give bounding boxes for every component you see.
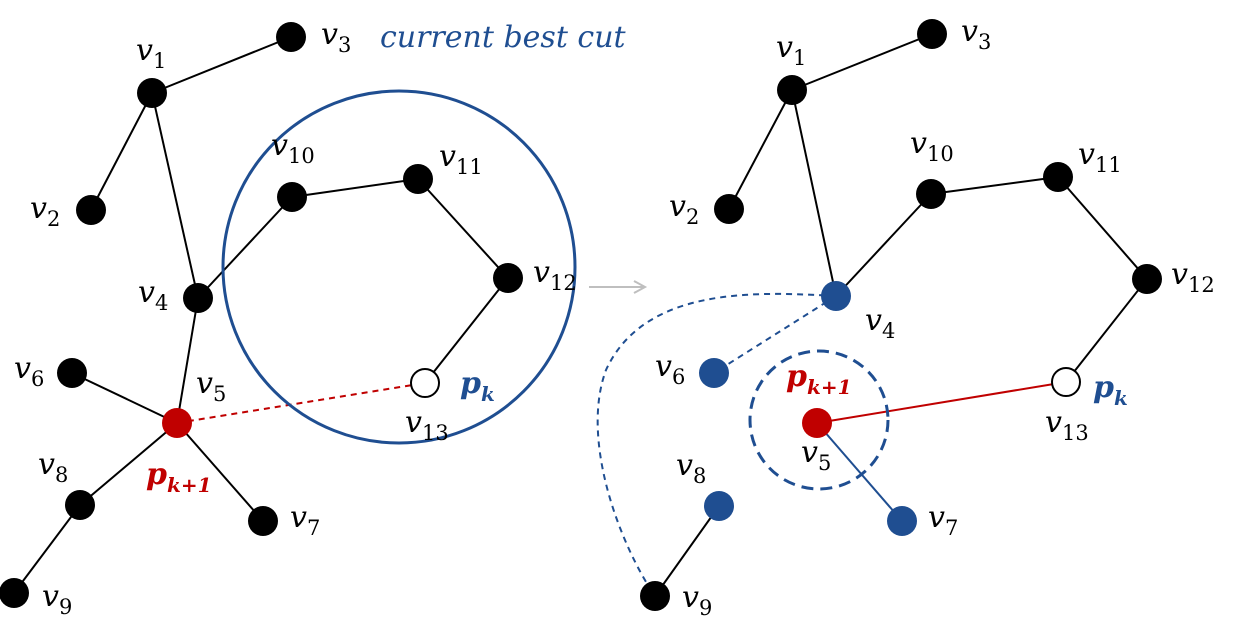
current-best-cut-circle: [221, 89, 577, 445]
current-best-cut-caption: current best cut: [380, 20, 627, 55]
candidate-cut-circle: [748, 349, 890, 491]
label-r-v8: v8: [676, 448, 706, 488]
label-v2: v2: [30, 191, 60, 231]
edge-v1-v4: [151, 92, 199, 299]
edge-v4-v5: [176, 297, 199, 424]
label-v7: v7: [290, 500, 320, 540]
label-v6: v6: [14, 351, 44, 391]
label-v4: v4: [138, 275, 168, 315]
label-v9: v9: [42, 579, 72, 619]
label-pk: pk: [460, 366, 495, 406]
node-r-v10: [916, 179, 946, 209]
label-r-v13: v13: [1045, 405, 1089, 445]
label-v11: v11: [439, 139, 483, 179]
edge-r-v11-v12: [1057, 176, 1148, 280]
label-v5: v5: [196, 366, 226, 406]
node-r-v6: [699, 358, 729, 388]
edge-r-v5-v13: [816, 381, 1067, 424]
label-r-v4: v4: [865, 303, 895, 343]
label-r-v5: v5: [801, 435, 831, 475]
node-v7: [248, 506, 278, 536]
node-v13: [410, 368, 440, 398]
label-r-v7: v7: [928, 500, 958, 540]
dashed-edge-v5-v13: [176, 382, 426, 424]
node-v10: [277, 182, 307, 212]
node-r-v11: [1043, 162, 1073, 192]
label-r-v10: v10: [910, 126, 954, 166]
edge-r-v10-v11: [930, 176, 1059, 195]
edge-r-v12-v13: [1065, 278, 1148, 383]
transition-arrow: [589, 280, 648, 294]
edge-r-v4-v10: [835, 193, 932, 297]
label-r-v3: v3: [961, 14, 991, 54]
label-v8: v8: [38, 447, 68, 487]
label-r-pk: pk: [1093, 370, 1128, 410]
node-r-v13: [1051, 367, 1081, 397]
label-v10: v10: [271, 128, 315, 168]
edge-r-v5-v7: [816, 422, 903, 522]
label-v1: v1: [136, 33, 166, 73]
node-v2: [76, 195, 106, 225]
node-v12: [493, 263, 523, 293]
edge-r-v8-v9: [654, 505, 720, 597]
node-r-v12: [1132, 264, 1162, 294]
label-r-v2: v2: [669, 189, 699, 229]
label-v3: v3: [321, 17, 351, 57]
label-pk1: pk+1: [146, 457, 212, 497]
edge-r-v1-v3: [791, 33, 933, 91]
node-r-v7: [887, 506, 917, 536]
edge-v8-v9: [13, 504, 81, 594]
node-r-v1: [777, 75, 807, 105]
node-v1: [137, 78, 167, 108]
node-v6: [57, 358, 87, 388]
node-r-v9: [640, 581, 670, 611]
label-r-v11: v11: [1078, 137, 1122, 177]
label-v13: v13: [405, 405, 449, 445]
label-r-pk1: pk+1: [786, 359, 852, 399]
edge-v11-v12: [417, 178, 509, 279]
node-r-v8: [704, 491, 734, 521]
edge-v1-v2: [90, 92, 153, 211]
node-r-v4: [821, 281, 851, 311]
node-v8: [65, 490, 95, 520]
right-panel: v1 v2 v3 v4 v5 v6 v7 v8 v9 v10 v11 v12 v…: [596, 14, 1215, 620]
left-panel: current best cut v1 v2 v3 v4 v5 v6 v7 v8…: [0, 17, 627, 619]
edge-v5-v7: [176, 422, 264, 522]
node-r-v3: [917, 19, 947, 49]
node-v11: [403, 164, 433, 194]
label-r-v6: v6: [655, 349, 685, 389]
node-v4: [183, 283, 213, 313]
label-v12: v12: [533, 255, 577, 295]
node-v3: [276, 22, 306, 52]
label-r-v9: v9: [682, 580, 712, 620]
dashed-edge-v4-v6: [713, 295, 837, 374]
edge-v4-v10: [197, 196, 293, 299]
node-r-v2: [714, 194, 744, 224]
edge-r-v1-v2: [728, 89, 793, 210]
node-r-v5: [802, 408, 832, 438]
edge-v12-v13: [424, 277, 509, 384]
edge-v5-v8: [79, 422, 178, 506]
label-r-v12: v12: [1171, 257, 1215, 297]
label-r-v1: v1: [776, 30, 806, 70]
dashed-edge-v4-v9: [596, 292, 837, 597]
node-v9: [0, 578, 29, 608]
edge-v10-v11: [291, 178, 419, 198]
edge-v1-v3: [151, 36, 292, 94]
node-v5: [162, 408, 192, 438]
edge-r-v1-v4: [791, 89, 837, 297]
edge-v5-v6: [71, 372, 178, 424]
